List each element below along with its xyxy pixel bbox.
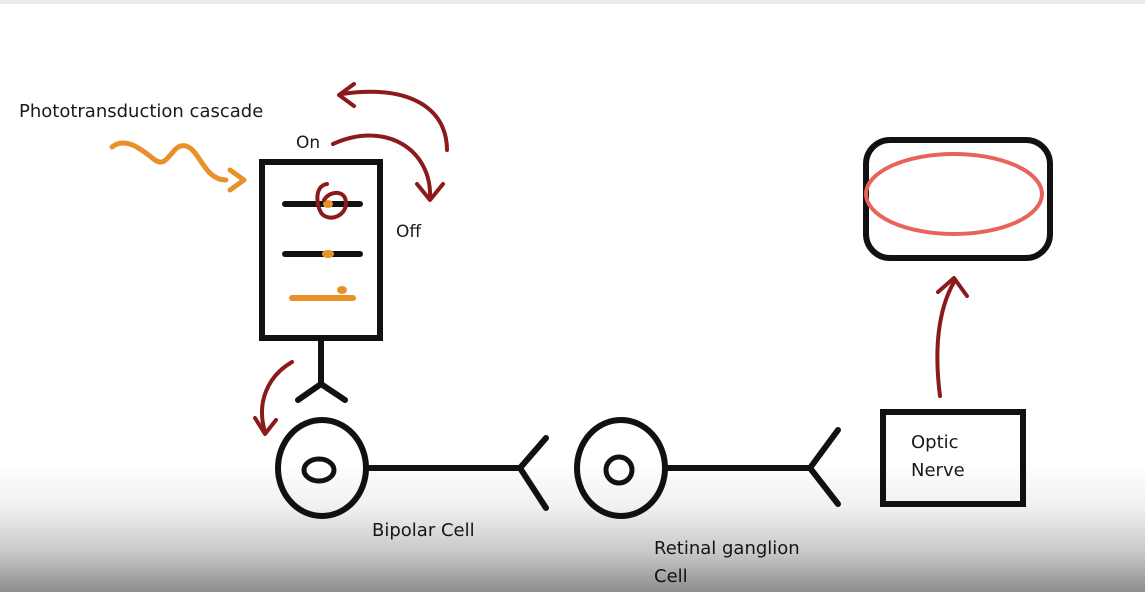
bipolar-cell-label: Bipolar Cell	[372, 520, 475, 541]
cascade-label: Phototransduction cascade	[19, 101, 264, 122]
molecule-dot-2	[322, 250, 334, 258]
light-wave-arrowhead	[227, 167, 247, 193]
ganglion-cell-body	[574, 417, 668, 519]
light-wave-arrow	[109, 140, 229, 183]
ganglion-cell-terminal	[807, 427, 841, 507]
bipolar-cell-terminal	[517, 435, 549, 511]
molecule-circle-mark	[315, 182, 349, 220]
bipolar-cell-body	[275, 417, 369, 519]
cascade-return-arrowhead	[337, 82, 356, 108]
ganglion-cell-nucleus	[603, 454, 635, 486]
on-label: On	[296, 133, 321, 153]
on-to-off-arrow	[331, 133, 433, 200]
off-label: Off	[396, 222, 422, 242]
to-bipolar-arrow	[260, 360, 294, 434]
ganglion-cell-label-line2: Cell	[654, 566, 688, 587]
molecule-dot-1	[323, 200, 333, 208]
optic-nerve-label-line1: Optic	[911, 432, 959, 453]
photoreceptor-terminal	[295, 381, 348, 403]
on-to-off-arrowhead	[415, 182, 445, 202]
visual-cortex-screen	[863, 137, 1053, 261]
optic-nerve-arrowhead	[936, 276, 969, 298]
ganglion-cell-label-line1: Retinal ganglion	[654, 538, 800, 559]
bipolar-cell-nucleus	[301, 456, 337, 484]
molecule-dot-3	[337, 286, 347, 294]
optic-nerve-label-line2: Nerve	[911, 460, 965, 481]
optic-nerve-box	[880, 409, 1026, 507]
optic-nerve-arrow	[935, 280, 956, 398]
top-edge	[0, 0, 1145, 4]
visual-cortex-highlight	[864, 152, 1044, 236]
cascade-return-arrow	[340, 89, 449, 152]
to-bipolar-arrowhead	[253, 416, 278, 436]
